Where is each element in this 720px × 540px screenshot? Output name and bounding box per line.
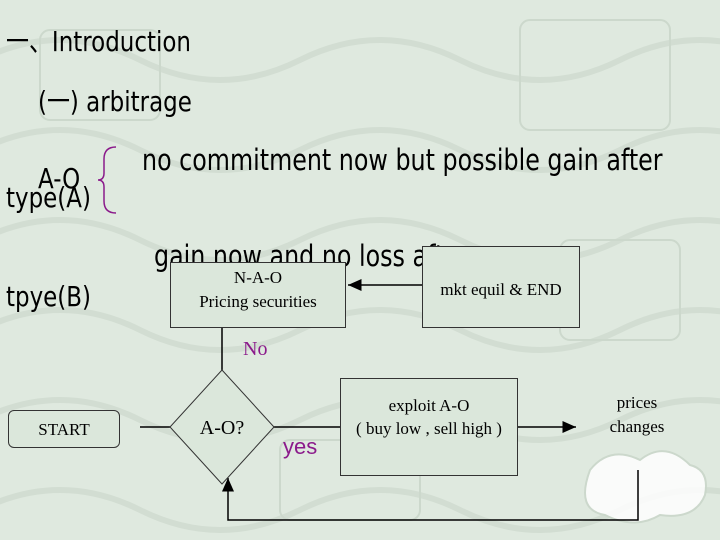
decision-diamond (169, 369, 275, 485)
mkt-label: mkt equil & END (440, 280, 562, 299)
type-a-bracket-icon (97, 146, 117, 214)
type-b-label: tpye(B) (6, 280, 91, 313)
prices-line1: prices (616, 393, 658, 412)
exploit-line1: exploit A-O (388, 396, 470, 415)
start-box (8, 410, 120, 448)
feedback-loop-arrow (222, 470, 639, 521)
yes-label: yes (283, 434, 318, 459)
type-a-label: type(A) (6, 181, 91, 214)
exploit-line2: ( buy low , sell high ) (356, 419, 502, 438)
exploit-box (340, 378, 518, 476)
mkt-box (422, 246, 580, 328)
heading: 一、Introduction (6, 25, 191, 58)
no-label: No (243, 338, 268, 360)
type-a-description: no commitment now but possible gain afte… (142, 143, 663, 177)
nao-box (170, 262, 346, 328)
cloud-ornament-icon (584, 450, 707, 524)
nao-line2: Pricing securities (199, 292, 317, 311)
nao-line1: N-A-O (233, 268, 283, 287)
prices-line2: changes (609, 417, 665, 436)
start-label: START (38, 420, 90, 439)
type-a-abbrev: A-O (38, 162, 81, 195)
subheading: (一) arbitrage (38, 85, 192, 118)
decision-label: A-O? (199, 417, 245, 439)
